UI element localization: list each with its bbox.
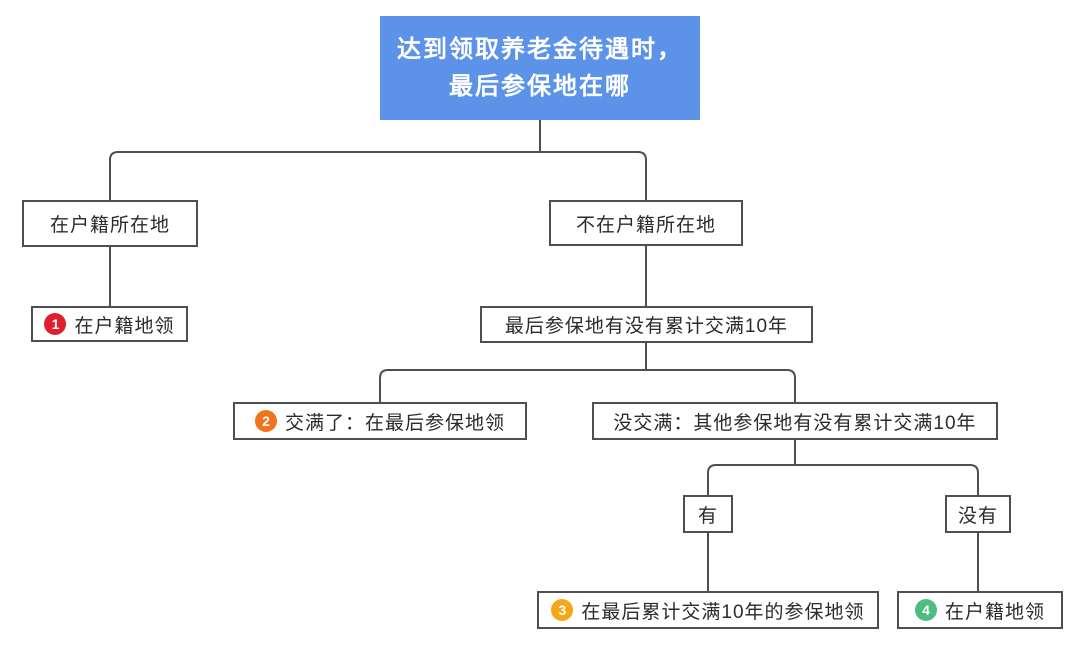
connector-level3-bracket: [707, 464, 979, 495]
connector-level2-bracket: [379, 369, 796, 402]
step-2-badge: 2: [254, 410, 277, 432]
node-result4-label: 在户籍地领: [944, 601, 1045, 623]
connector-level1-bracket: [109, 151, 647, 200]
node-result3: 3 在最后累计交满10年的参保地领: [537, 591, 879, 629]
node-last-place-10y: 最后参保地有没有累计交满10年: [480, 306, 813, 343]
node-at-hukou: 在户籍所在地: [22, 200, 198, 247]
step-3-badge: 3: [551, 599, 574, 621]
node-other-place-10y-label: 没交满：其他参保地有没有累计交满10年: [613, 412, 977, 434]
root-question-line2: 最后参保地在哪: [449, 73, 631, 100]
node-not-at-hukou: 不在户籍所在地: [549, 200, 743, 246]
node-result1-label: 在户籍地领: [74, 315, 175, 337]
node-result3-label: 在最后累计交满10年的参保地领: [581, 601, 865, 623]
node-other-place-10y: 没交满：其他参保地有没有累计交满10年: [592, 402, 998, 440]
node-at-hukou-label: 在户籍所在地: [49, 215, 170, 236]
node-result2-label: 交满了：在最后参保地领: [284, 412, 505, 434]
node-result1: 1 在户籍地领: [31, 306, 188, 342]
node-last-place-10y-label: 最后参保地有没有累计交满10年: [504, 316, 789, 337]
node-has-label: 有: [697, 505, 718, 527]
root-question-line1: 达到领取养老金待遇时，: [397, 36, 683, 63]
node-has: 有: [683, 495, 733, 533]
node-result2: 2 交满了：在最后参保地领: [233, 402, 527, 440]
node-root-question: 达到领取养老金待遇时， 最后参保地在哪: [380, 16, 700, 120]
step-4-badge: 4: [914, 599, 937, 621]
node-not-at-hukou-label: 不在户籍所在地: [575, 214, 716, 236]
node-result4: 4 在户籍地领: [897, 591, 1063, 629]
node-has-not-label: 没有: [957, 505, 998, 527]
step-1-badge: 1: [44, 313, 67, 335]
node-has-not: 没有: [945, 495, 1011, 533]
